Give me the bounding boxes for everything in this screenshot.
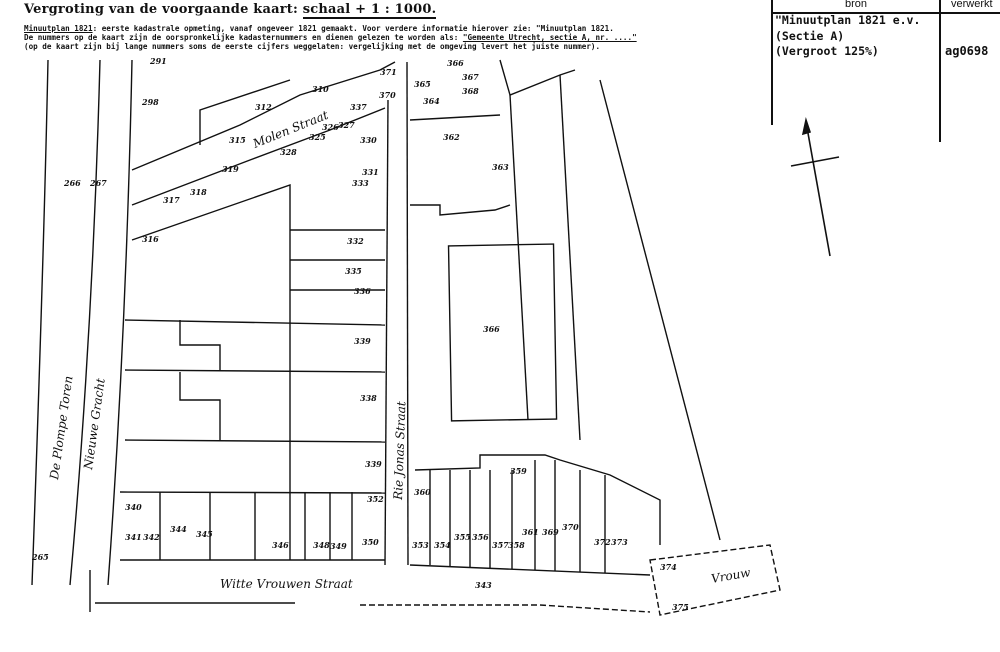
parcel-number: 341: [125, 532, 142, 542]
street-labels: De Plompe Toren Nieuwe Gracht Molen Stra…: [47, 108, 752, 591]
parcel-number: 346: [272, 540, 289, 550]
parcel-number: 357: [492, 540, 509, 550]
parcel-number: 327: [338, 120, 355, 130]
parcel-number: 335: [345, 266, 362, 276]
parcel-number: 355: [454, 532, 471, 542]
parcel-number: 366: [483, 324, 500, 334]
parcel-number: 372: [594, 537, 611, 547]
parcel-number: 343: [475, 580, 492, 590]
parcel-number: 367: [462, 72, 479, 82]
note-text-2: De nummers op de kaart zijn de oorspronk…: [24, 33, 463, 42]
parcel-number: 326: [322, 122, 339, 132]
parcel-number: 360: [414, 487, 431, 497]
street-label: Rie Jonas Straat: [391, 401, 408, 501]
source-line: (Sectie A): [775, 29, 845, 43]
parcel-number: 365: [414, 79, 431, 89]
street-label: De Plompe Toren: [47, 375, 76, 481]
north-arrow-icon: [790, 116, 840, 257]
parcel-numbers: 291 298 315 316 317 318 319 312 310 362 …: [31, 56, 689, 612]
parcel-number: 315: [229, 135, 246, 145]
parcel-number: 358: [508, 540, 525, 550]
table-divider: [773, 12, 1000, 14]
parcel-number: 332: [347, 236, 364, 246]
parcel-number: 370: [379, 90, 396, 100]
parcel-number: 330: [360, 135, 377, 145]
note-line-2: De nummers op de kaart zijn de oorspronk…: [24, 33, 637, 42]
parcel-number: 342: [143, 532, 160, 542]
parcel-number: 316: [142, 234, 159, 244]
source-line: (Vergroot 125%): [775, 44, 879, 58]
parcel-number: 319: [222, 164, 239, 174]
parcel-number: 317: [163, 195, 180, 205]
map-lines: [31, 59, 781, 616]
parcel-number: 337: [350, 102, 367, 112]
parcel-number: 328: [280, 147, 297, 157]
source-header: bron: [845, 0, 868, 10]
note-line-1: Minuutplan 1821: eerste kadastrale opmet…: [24, 24, 614, 33]
note-text-1: : eerste kadastrale opmeting, vanaf onge…: [92, 24, 614, 33]
parcel-number: 364: [423, 96, 440, 106]
parcel-number: 354: [434, 540, 451, 550]
parcel-number: 318: [190, 187, 207, 197]
parcel-number: 368: [462, 86, 479, 96]
parcel-number: 312: [255, 102, 272, 112]
parcel-number: 361: [522, 527, 539, 537]
parcel-number: 339: [354, 336, 371, 346]
parcel-number: 344: [170, 524, 187, 534]
parcel-number: 345: [196, 529, 213, 539]
parcel-number: 267: [89, 178, 107, 188]
table-divider: [939, 0, 941, 142]
source-line: "Minuutplan 1821 e.v.: [775, 13, 921, 27]
title-text: Vergroting van de voorgaande kaart:: [24, 2, 303, 17]
parcel-number: 359: [510, 466, 527, 476]
parcel-number: 336: [354, 286, 371, 296]
parcel-number: 333: [352, 178, 369, 188]
note-reference: "Gemeente Utrecht, sectie A, nr. ....": [462, 33, 637, 42]
parcel-number: 375: [672, 602, 689, 612]
street-label: Witte Vrouwen Straat: [220, 577, 353, 591]
scale-text: schaal + 1 : 1000.: [302, 2, 437, 19]
parcel-number: 338: [360, 393, 377, 403]
parcel-number: 356: [472, 532, 489, 542]
parcel-number: 331: [362, 167, 379, 177]
note-line-3: (op de kaart zijn bij lange nummers soms…: [24, 42, 601, 51]
parcel-number: 349: [330, 541, 347, 551]
processed-ref: ag0698: [945, 44, 989, 58]
parcel-number: 369: [542, 527, 559, 537]
parcel-number: 340: [125, 502, 142, 512]
parcel-number: 298: [141, 97, 159, 107]
parcel-number: 362: [443, 132, 460, 142]
parcel-number: 265: [31, 552, 49, 562]
source-table: bron verwerkt "Minuutplan 1821 e.v. (Sec…: [771, 0, 1000, 142]
parcel-number: 371: [380, 67, 397, 77]
note-label: Minuutplan 1821: [24, 24, 93, 33]
parcel-number: 373: [611, 537, 628, 547]
parcel-number: 339: [365, 459, 382, 469]
parcel-number: 325: [309, 132, 326, 142]
parcel-number: 350: [362, 537, 379, 547]
map-title: Vergroting van de voorgaande kaart: scha…: [24, 2, 437, 19]
parcel-number: 353: [412, 540, 429, 550]
parcel-number: 266: [63, 178, 81, 188]
parcel-number: 366: [447, 58, 464, 68]
parcel-number: 291: [149, 56, 167, 66]
parcel-number: 348: [313, 540, 330, 550]
parcel-number: 352: [367, 494, 384, 504]
parcel-number: 310: [312, 84, 329, 94]
processed-header: verwerkt: [951, 0, 993, 10]
street-label: Vrouw: [710, 565, 752, 586]
parcel-number: 370: [562, 522, 579, 532]
parcel-number: 374: [660, 562, 677, 572]
parcel-number: 363: [492, 162, 509, 172]
